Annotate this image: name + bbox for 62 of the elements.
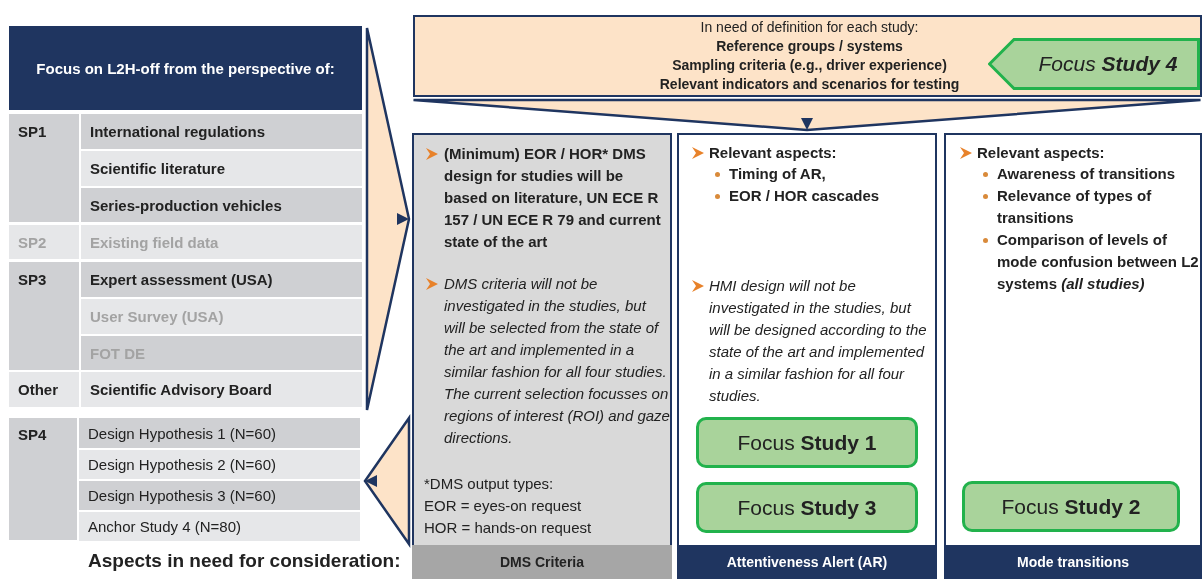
table-cell: User Survey (USA) [81,299,362,334]
bullet-text: Comparison of levels of mode confusion between L2 systems (all studies) [997,230,1199,294]
bullet-text: Relevant aspects: [709,143,838,163]
bullet-text: Awareness of transitions [997,164,1177,184]
node-label: Series-production vehicles [90,196,282,214]
pentagon-tag: Focus Study 4 [988,38,1200,90]
table-panel [9,26,362,408]
row-header-cell: SP2 [9,225,79,259]
panel-text: Sampling criteria (e.g., driver experience) [671,56,948,75]
node-label: Existing field data [90,233,219,251]
table-cell: Design Hypothesis 1 (N=60) [79,418,360,448]
definition-panel [413,15,1202,97]
bullet-text: DMS criteria will not be investigated in the studies, but will be selected from the state of the art and implemented in a similar fashion for all four studies. The current selection focusses on regions of interest (ROI) and gaze directions. [444,274,670,448]
table-cell: Series-production vehicles [81,188,362,222]
panel-heading: In need of definition for each study: [699,18,920,37]
column-footer: Mode transitions [944,545,1202,579]
bullet-text: HMI design will not be investigated in the studies, but will be designed according to the state of the art and implemented in a similar fashion for all four studies. [709,276,928,406]
row-header-cell: Other [9,372,79,407]
note-text: *DMS output types: [424,474,555,494]
column-panel [677,133,937,579]
row-header-cell: SP4 [9,418,77,540]
table-cell: International regulations [81,114,362,149]
node-label: SP3 [18,271,47,288]
table-cell: Scientific Advisory Board [81,372,362,407]
bullet-text: Relevance of types of transitions [997,186,1153,228]
column-footer: DMS Criteria [412,545,672,579]
node-label: SP2 [18,234,47,251]
table-cell: Scientific literature [81,151,362,186]
node-label: SP1 [18,123,47,140]
table-cell: Existing field data [81,225,362,259]
section-heading: Aspects in need for consideration: [88,550,401,572]
table-panel [9,416,360,542]
table-header: Focus on L2H-off from the perspective of: [9,26,362,110]
node-label: Other [18,381,59,398]
bullet-text: EOR / HOR cascades [729,186,881,206]
bullet-text: Timing of AR, [729,164,827,184]
chevron-arrow [365,26,411,412]
table-cell: Design Hypothesis 3 (N=60) [79,481,360,510]
node-label: Scientific Advisory Board [90,381,272,398]
bullet-text: (Minimum) EOR / HOR* DMS design for studies will be based on literature, UN ECE R 157 / UN ECE R 79 and current state of the art [444,144,662,252]
node-label: Design Hypothesis 1 (N=60) [88,424,277,442]
chevron-arrow [363,416,411,546]
panel-text: Reference groups / systems [715,37,904,56]
table-cell: Design Hypothesis 2 (N=60) [79,450,360,479]
focus-study-box: Focus Study 2 [962,481,1180,532]
focus-study-box: Focus Study 3 [696,482,918,533]
row-header-cell: SP3 [9,262,79,370]
panel-text: Relevant indicators and scenarios for testing [658,75,961,94]
table-cell: Anchor Study 4 (N=80) [79,512,360,541]
table-cell: Expert assessment (USA) [81,262,362,297]
focus-study-box: Focus Study 1 [696,417,918,468]
chevron-arrow [412,98,1202,132]
node-label: International regulations [90,123,266,140]
node-label: Design Hypothesis 3 (N=60) [88,487,277,504]
column-panel [412,133,672,579]
column-footer: Attentiveness Alert (AR) [677,545,937,579]
row-header-cell: SP1 [9,114,79,222]
column-panel [944,133,1202,579]
bullet-text: Relevant aspects: [977,143,1106,163]
note-text: HOR = hands-on request [424,518,593,538]
note-text: EOR = eyes-on request [424,496,583,516]
node-label: Expert assessment (USA) [90,271,273,288]
